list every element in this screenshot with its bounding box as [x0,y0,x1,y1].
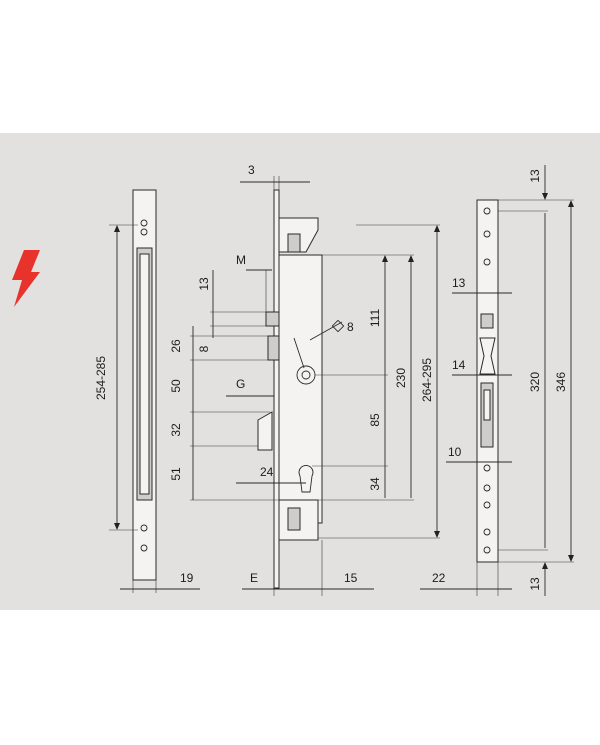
left-width-label: 19 [180,571,194,585]
right-dim-10-label: 10 [448,445,462,459]
dim-230-label: 230 [394,368,408,388]
center-lock-view: 3 M 13 26 8 50 32 51 G 24 8 [169,163,440,596]
label-g: G [236,377,245,391]
dim-320-label: 320 [528,372,542,392]
dim-346-label: 346 [554,372,568,392]
right-dim-14-label: 14 [452,358,466,372]
left-striker-view: 254-285 19 [94,189,200,593]
right-faceplate-view: 13 320 346 13 13 14 10 22 [420,165,574,596]
label-e: E [250,571,258,585]
dim-51-label: 51 [169,467,183,481]
dim-8-label: 8 [197,345,211,352]
left-height-range-label: 254-285 [94,356,108,400]
dim-26-label: 26 [169,339,183,353]
right-top-offset-label: 13 [528,169,542,183]
technical-drawing-sheet: 254-285 19 3 M [0,133,600,610]
lightning-bolt-icon [12,250,40,307]
dim-85-label: 85 [368,413,382,427]
right-width-label: 22 [432,571,446,585]
right-dim-13-label: 13 [452,276,466,290]
dim-15-label: 15 [344,571,358,585]
spindle-square-label: 8 [347,320,354,334]
label-m: M [236,253,246,267]
dim-34-label: 34 [368,477,382,491]
dim-111-label: 111 [368,309,382,328]
dim-50-label: 50 [169,379,183,393]
dim-32-label: 32 [169,423,183,437]
dim-24-label: 24 [260,465,274,479]
faceplate-thickness-label: 3 [248,163,255,177]
total-height-label: 264-295 [420,358,434,402]
right-bottom-offset-label: 13 [528,577,542,591]
dim-13-label: 13 [197,277,211,291]
